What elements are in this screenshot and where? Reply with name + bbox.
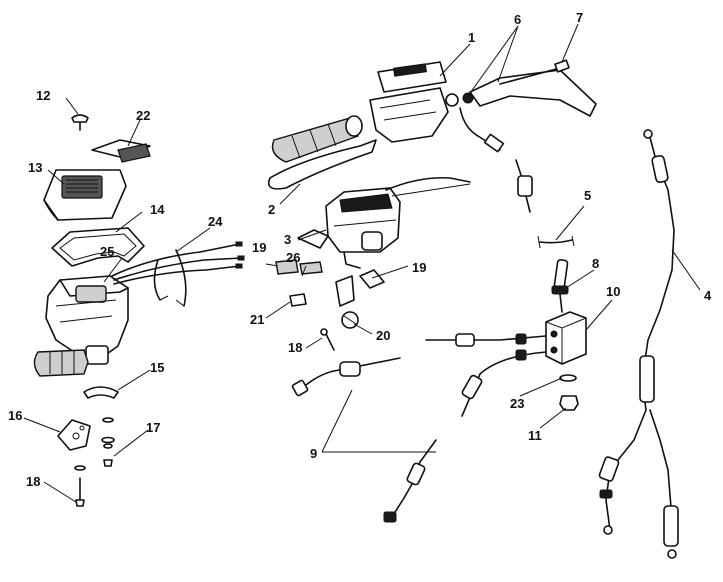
spring-5 (537, 235, 575, 249)
switch-cover-13 (43, 169, 127, 221)
callout-19-right: 19 (412, 260, 426, 275)
callout-2: 2 (268, 202, 275, 217)
handlebar-grip-right (271, 115, 363, 163)
throttle-housing-3 (325, 187, 401, 269)
callout-labels: 1 2 3 4 5 6 7 8 9 10 11 12 13 14 15 16 1… (8, 10, 712, 489)
pad-21 (289, 293, 307, 307)
callout-1: 1 (468, 30, 475, 45)
callout-19-left: 19 (252, 240, 266, 255)
leader-lines (23, 23, 701, 503)
bolt-11 (559, 395, 579, 411)
callout-14: 14 (150, 202, 165, 217)
callout-22: 22 (136, 108, 150, 123)
handlebar-grip-left (33, 349, 89, 377)
callout-11: 11 (528, 428, 542, 443)
callout-23: 23 (510, 396, 524, 411)
switch-clips-19-26 (275, 259, 385, 307)
throttle-wires (385, 176, 471, 197)
callout-15: 15 (150, 360, 164, 375)
banjo-fitting-8 (551, 259, 569, 313)
callout-26: 26 (286, 250, 300, 265)
brake-cable-4 (598, 129, 679, 559)
callout-10: 10 (606, 284, 620, 299)
label-decal-22 (91, 139, 151, 163)
washer-23 (559, 374, 577, 382)
callout-6: 6 (514, 12, 521, 27)
callout-18-center: 18 (288, 340, 302, 355)
callout-12: 12 (36, 88, 50, 103)
switch-plug (515, 159, 533, 213)
callout-21: 21 (250, 312, 264, 327)
callout-25: 25 (100, 244, 114, 259)
parking-lever-6 (462, 69, 597, 117)
brake-hose-9 (291, 357, 437, 523)
callout-13: 13 (28, 160, 42, 175)
throttle-lever-small (297, 229, 329, 249)
callout-4: 4 (704, 288, 712, 303)
callout-17: 17 (146, 420, 160, 435)
brake-line-upper (425, 333, 547, 347)
callout-24: 24 (208, 214, 223, 229)
throttle-cable-7 (499, 59, 570, 85)
lever-bracket-15 (83, 386, 119, 399)
callout-7: 7 (576, 10, 583, 25)
switch-knob-20 (341, 311, 359, 329)
callout-16: 16 (8, 408, 22, 423)
screw-12 (71, 114, 89, 131)
callout-8: 8 (592, 256, 599, 271)
callout-9: 9 (310, 446, 317, 461)
cable-tie-24 (153, 249, 187, 307)
junction-block-10 (545, 311, 587, 365)
brake-hose-upper (459, 107, 505, 153)
callout-20: 20 (376, 328, 390, 343)
callout-3: 3 (284, 232, 291, 247)
brake-lever-2 (267, 139, 377, 190)
screw-18-left (74, 465, 86, 507)
switch-housing (45, 275, 129, 365)
clamp-16 (57, 419, 91, 451)
switch-wiring-25 (111, 241, 245, 285)
screw-18-center (320, 328, 335, 351)
callout-5: 5 (584, 188, 591, 203)
fastener-stack-17 (101, 417, 115, 467)
gasket-14 (51, 227, 145, 267)
brake-line-lower (461, 349, 547, 417)
callout-18-left: 18 (26, 474, 40, 489)
master-cylinder-1 (369, 61, 459, 143)
